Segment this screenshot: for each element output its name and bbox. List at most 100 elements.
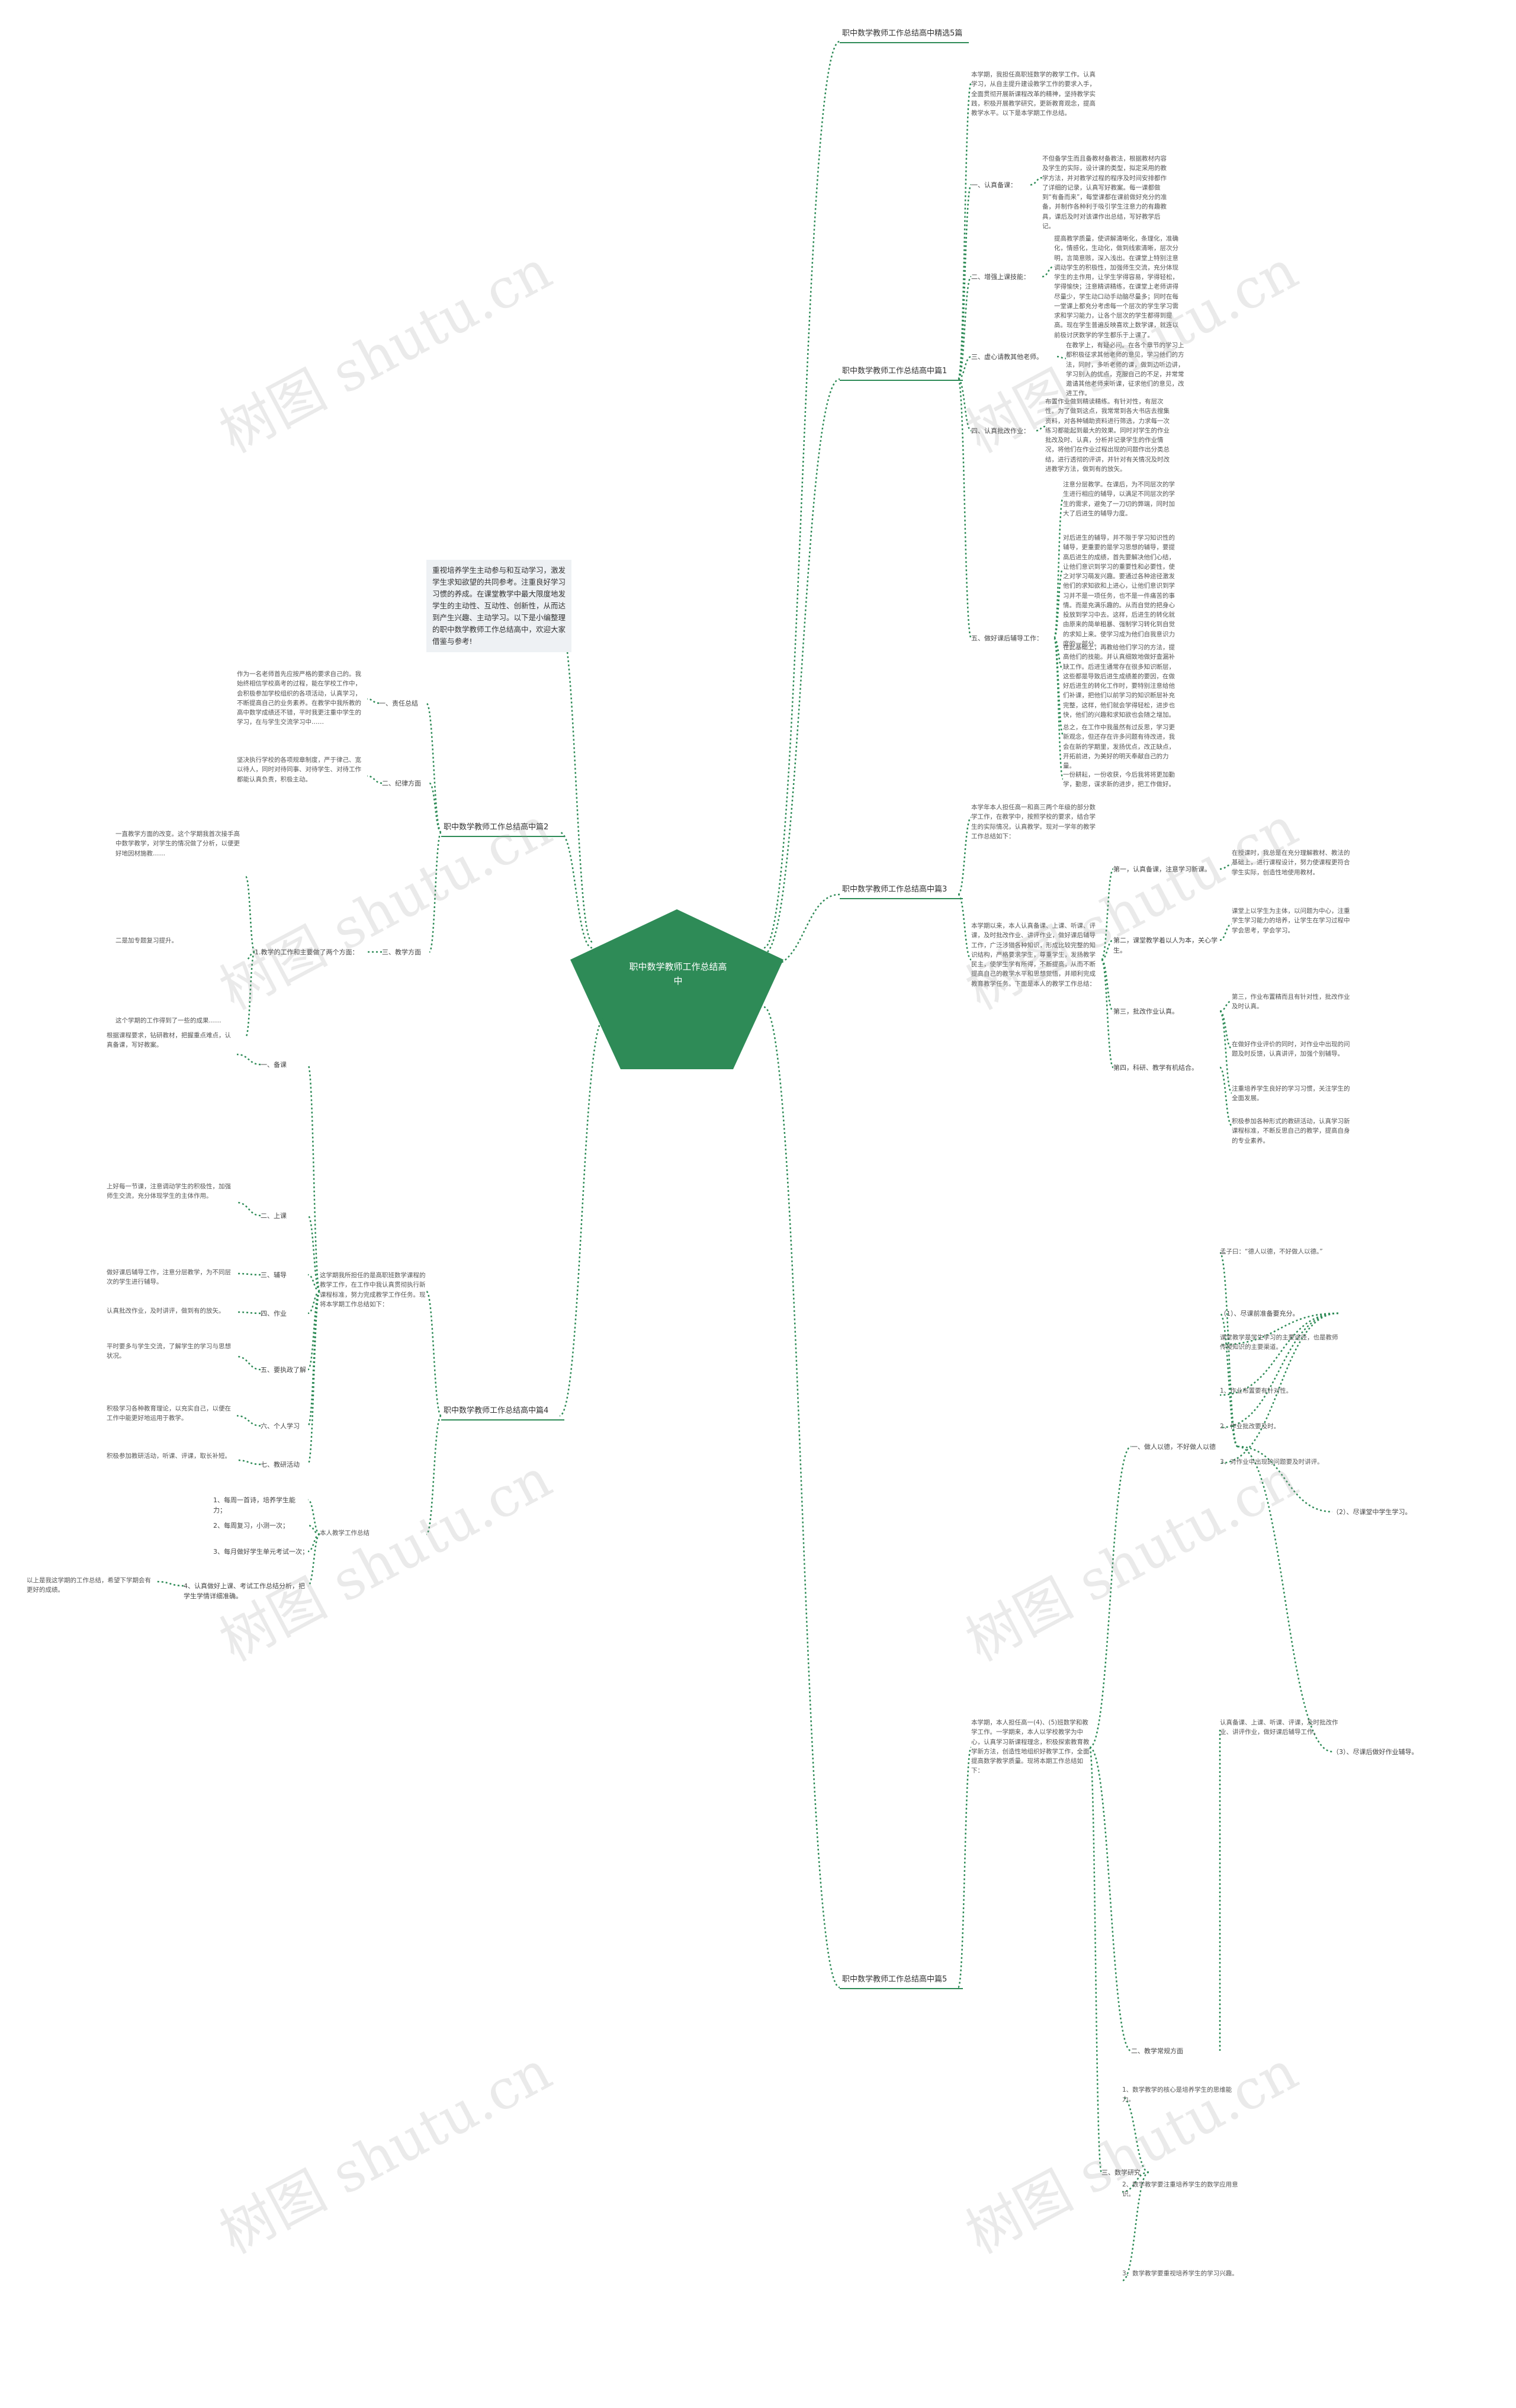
- connector-edge: [1237, 1445, 1333, 1753]
- part5-section3-label[interactable]: 三、数学研究: [1101, 2169, 1141, 2176]
- connector-edge: [1100, 958, 1114, 1012]
- connector-edge: [763, 378, 840, 955]
- branch-title-part1[interactable]: 职中数学教师工作总结高中篇1: [840, 364, 963, 381]
- connector-edge: [307, 1524, 320, 1535]
- connector-edge: [957, 893, 972, 961]
- part5-section1-sub-2: 1、作业布置要有针对性。: [1220, 1387, 1293, 1394]
- connector-edge: [307, 1290, 321, 1466]
- connector-edge: [367, 775, 383, 784]
- part4-section4-text: 认真批改作业，及时讲评，做到有的放矢。: [107, 1307, 225, 1314]
- part1-section5-text-3: 在此基础上，再教给他们学习的方法，提高他们的技能。并认真细致地做好查漏补缺工作。…: [1063, 644, 1175, 719]
- part2-section2-label[interactable]: 二、纪律方面: [382, 780, 421, 787]
- part4-section6-text: 积极学习各种教育理论，以充实自己，以便在工作中能更好地运用于教学。: [107, 1405, 231, 1422]
- part5-section1-label[interactable]: 一、做人以德，不好做人以德: [1131, 1443, 1216, 1451]
- connector-edge: [428, 782, 442, 833]
- part5-section1-sub-3: 2、作业批改要及时。: [1220, 1423, 1280, 1430]
- part1-section5-text-5: 一份耕耘，一份收获，今后我将将更加勤学，勤思，谋求新的进步，把工作做好。: [1063, 771, 1175, 788]
- part4-section5-text: 平时要多与学生交流，了解学生的学习与思想状况。: [107, 1343, 231, 1360]
- part2-section1-text: 作为一名老师首先应按严格的要求自己的。我始终相信学校高考的过程，能在学校工作中，…: [237, 671, 361, 726]
- part1-section4-label[interactable]: 四、认真批改作业：: [971, 427, 1030, 435]
- part4-section7-text: 积极参加教研活动，听课、评课，取长补短。: [107, 1453, 231, 1460]
- part4-item-4[interactable]: 4、认真做好上课、考试工作总结分析，把学生学情详细准确。: [184, 1582, 305, 1600]
- part3-section4-label[interactable]: 第四，科研、教学有机结合。: [1113, 1064, 1198, 1072]
- connector-edge: [307, 1290, 320, 1314]
- connector-edge: [1053, 496, 1064, 639]
- part2-section3-label[interactable]: 三、教学方面: [382, 948, 421, 956]
- connector-edge: [1088, 1746, 1103, 2173]
- part1-intro: 本学期，我担任高职班数学的教学工作。认真学习，从自主提升建设教学工作的要求入手，…: [971, 71, 1096, 117]
- part4-section6-label[interactable]: 六、个人学习: [261, 1422, 300, 1430]
- connector-edge: [769, 893, 840, 967]
- part2-section1-label[interactable]: 一、责任总结: [379, 700, 418, 707]
- connector-edge: [1036, 425, 1046, 432]
- connector-edge: [1219, 1312, 1339, 1429]
- part4-summary-text: 本人教学工作总结: [320, 1530, 370, 1537]
- connector-edge: [425, 1415, 442, 1535]
- part2-section2-text: 坚决执行学校的各项规章制度，严于律己、宽以待人，同时对待同事、对待学生、对待工作…: [237, 756, 361, 783]
- part1-section5-text-2: 对后进生的辅导，并不限于学习知识性的辅导，更重要的是学习思想的辅导，要提高后进生…: [1063, 534, 1175, 647]
- connector-edge: [236, 1415, 261, 1427]
- branch-title-part4[interactable]: 职中数学教师工作总结高中篇4: [441, 1404, 564, 1421]
- connector-edge: [1219, 1312, 1339, 1464]
- part2-section3-sub-text1: 二是加专题复习提升。: [115, 937, 178, 944]
- part1-section1-label[interactable]: 一、认真备课：: [971, 181, 1017, 189]
- connector-edge: [958, 355, 972, 380]
- connector-edge: [559, 1018, 605, 1417]
- part3-section2-text: 课堂上以学生为主体，以问题为中心，注重学生学习能力的培养，让学生在学习过程中学会…: [1232, 908, 1350, 934]
- connector-edge: [367, 698, 380, 704]
- branch-title-part5[interactable]: 职中数学教师工作总结高中篇5: [840, 1973, 963, 1989]
- connector-edge: [1122, 2096, 1149, 2173]
- part4-section5-label[interactable]: 五、要执政了解: [261, 1366, 306, 1374]
- connector-edge: [307, 1063, 321, 1293]
- part5-section1-intro: 孟子曰：“德人以德，不好做人以德。”: [1220, 1248, 1323, 1255]
- connector-edge: [236, 1201, 261, 1217]
- connector-edge: [1219, 1000, 1232, 1012]
- part4-item-1[interactable]: 1、每周一首诗，培养学生能力；: [213, 1496, 296, 1514]
- intro-summary: 重视培养学生主动参与和互动学习，激发学生求知欲望的共同参考。注重良好学习习惯的养…: [426, 560, 571, 652]
- part2-section3-text: 一直教学方面的改变。这个学期我首次接手高中数学教学，对学生的情况做了分析，以便更…: [115, 831, 240, 857]
- connector-edge: [425, 702, 442, 833]
- connector-edge: [1219, 1010, 1232, 1050]
- part1-section2-text: 提高教学质量，使讲解清晰化，条理化，准确化，情感化，生动化，做到线索清晰，层次分…: [1054, 235, 1178, 339]
- part1-section5-label[interactable]: 五、做好课后辅导工作：: [971, 634, 1043, 642]
- connector-edge: [763, 1006, 840, 1989]
- part1-section2-label[interactable]: 二、增强上课技能：: [971, 273, 1030, 281]
- part1-section3-label[interactable]: 三、虚心请教其他老师。: [971, 353, 1043, 361]
- part3-section1-text: 在授课时，我总是在充分理解教材、教法的基础上，进行课程设计，努力使课程更符合学生…: [1232, 849, 1350, 876]
- part3-section2-label[interactable]: 第二，课堂教学着以人为本，关心学生。: [1113, 937, 1218, 954]
- part3-section3-text-1: 第三，作业布置精而且有针对性，批改作业及时认真。: [1232, 993, 1350, 1011]
- part4-section1-label[interactable]: 一、备课: [261, 1061, 287, 1069]
- part5-section1-item-3[interactable]: （3）、尽课后做好作业辅导。: [1332, 1748, 1418, 1756]
- part4-item-3[interactable]: 3、每月做好学生单元考试一次；: [213, 1548, 309, 1556]
- part3-section3-label[interactable]: 第三，批改作业认真。: [1113, 1008, 1178, 1015]
- connector-edge: [1237, 1445, 1333, 1513]
- connector-edge: [957, 816, 972, 896]
- connector-edge: [1042, 265, 1055, 278]
- connector-edge: [1053, 637, 1064, 736]
- branch-title-part2[interactable]: 职中数学教师工作总结高中篇2: [441, 820, 564, 837]
- part4-item-2[interactable]: 2、每周复习，小测一次；: [213, 1522, 289, 1530]
- part2-section3-sub-label[interactable]: 1.教学的工作和主要做了两个方面：: [255, 948, 359, 956]
- branch-title-overview[interactable]: 职中数学教师工作总结高中精选5篇: [840, 27, 969, 43]
- part4-intro: 这学期我所担任的是高职班数学课程的教学工作，在工作中我认真贯彻执行新课程标准，努…: [320, 1272, 426, 1308]
- part3-paragraph: 本学期以来，本人认真备课、上课、听课、评课，及时批改作业、讲评作业，做好课后辅导…: [971, 922, 1096, 987]
- part5-section1-item-1[interactable]: （1）、尽课前准备要充分。: [1220, 1310, 1299, 1317]
- connector-edge: [236, 1272, 261, 1276]
- connector-edge: [957, 275, 972, 380]
- connector-edge: [236, 1355, 261, 1371]
- part4-section3-label[interactable]: 三、辅导: [261, 1271, 287, 1279]
- part5-section2-label[interactable]: 二、教学常规方面: [1131, 2047, 1183, 2055]
- part1-section3-text: 在教学上，有疑必问。在各个章节的学习上都积极征求其他老师的意见，学习他们的方法，…: [1066, 342, 1184, 397]
- part5-section1-item-2[interactable]: （2）、尽课堂中学生学习。: [1332, 1508, 1412, 1516]
- center-node-title[interactable]: 职中数学教师工作总结高中: [629, 961, 727, 986]
- part4-section4-label[interactable]: 四、作业: [261, 1310, 287, 1317]
- connector-edge: [307, 1214, 321, 1293]
- branch-title-part3[interactable]: 职中数学教师工作总结高中篇3: [840, 883, 963, 899]
- connector-edge: [428, 831, 442, 953]
- part3-section1-label[interactable]: 第一，认真备课，注意学习新课。: [1113, 865, 1211, 873]
- connector-edge: [245, 951, 256, 1038]
- connector-edge: [558, 621, 593, 943]
- part4-section7-label[interactable]: 七、教研活动: [261, 1461, 300, 1468]
- connector-edge: [156, 1580, 184, 1587]
- part4-section2-label[interactable]: 二、上课: [261, 1212, 287, 1220]
